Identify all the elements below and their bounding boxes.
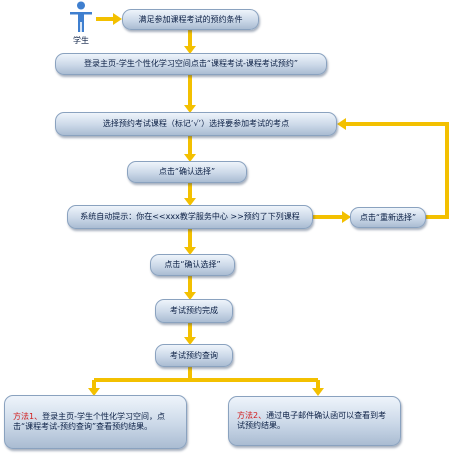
- method-2-box: 方法2、通过电子邮件确认函可以查看到考试预约结果。: [228, 396, 401, 446]
- arrowhead: [184, 46, 196, 54]
- arrowhead: [184, 292, 196, 300]
- step-confirm-selection-2: 点击“确认选择”: [150, 254, 235, 276]
- arrow-reselect-loop: [345, 122, 449, 219]
- step-login: 登录主页-学生个性化学习空间点击“课程考试-课程考试预约”: [55, 53, 327, 75]
- step-reservation-complete: 考试预约完成: [155, 299, 233, 323]
- step-confirm-selection-1: 点击“确认选择”: [127, 161, 247, 183]
- arrowhead: [184, 247, 196, 255]
- arrowhead: [88, 388, 100, 396]
- method-1-label: 方法1、: [13, 412, 43, 421]
- arrowhead: [342, 211, 351, 223]
- arrowhead: [184, 154, 196, 162]
- arrowhead: [184, 105, 196, 113]
- method-2-label: 方法2、: [237, 411, 267, 420]
- arrowhead: [337, 118, 346, 130]
- arrowhead: [184, 198, 196, 206]
- method-2-text: 通过电子邮件确认函可以查看到考试预约结果。: [237, 411, 387, 430]
- arrowhead: [184, 337, 196, 345]
- method-1-box: 方法1、登录主页-学生个性化学习空间，点击“课程考试-预约查询”查看预约结果。: [4, 395, 187, 449]
- step-select-course: 选择预约考试课程（标记‘√’）选择要参加考试的考点: [55, 112, 337, 136]
- student-label: 学生: [73, 36, 89, 45]
- step-reservation-query: 考试预约查询: [155, 344, 233, 367]
- step-reselect: 点击“重新选择”: [350, 207, 426, 228]
- arrowhead: [312, 388, 324, 396]
- method-1-text: 登录主页-学生个性化学习空间，点击“课程考试-预约查询”查看预约结果。: [13, 412, 165, 431]
- step-conditions: 满足参加课程考试的预约条件: [122, 9, 259, 30]
- student-person-icon: [70, 1, 92, 32]
- arrowhead: [113, 13, 122, 25]
- step-system-prompt: 系统自动提示：你在<<xxx教学服务中心 >>预约了下列课程: [67, 205, 313, 229]
